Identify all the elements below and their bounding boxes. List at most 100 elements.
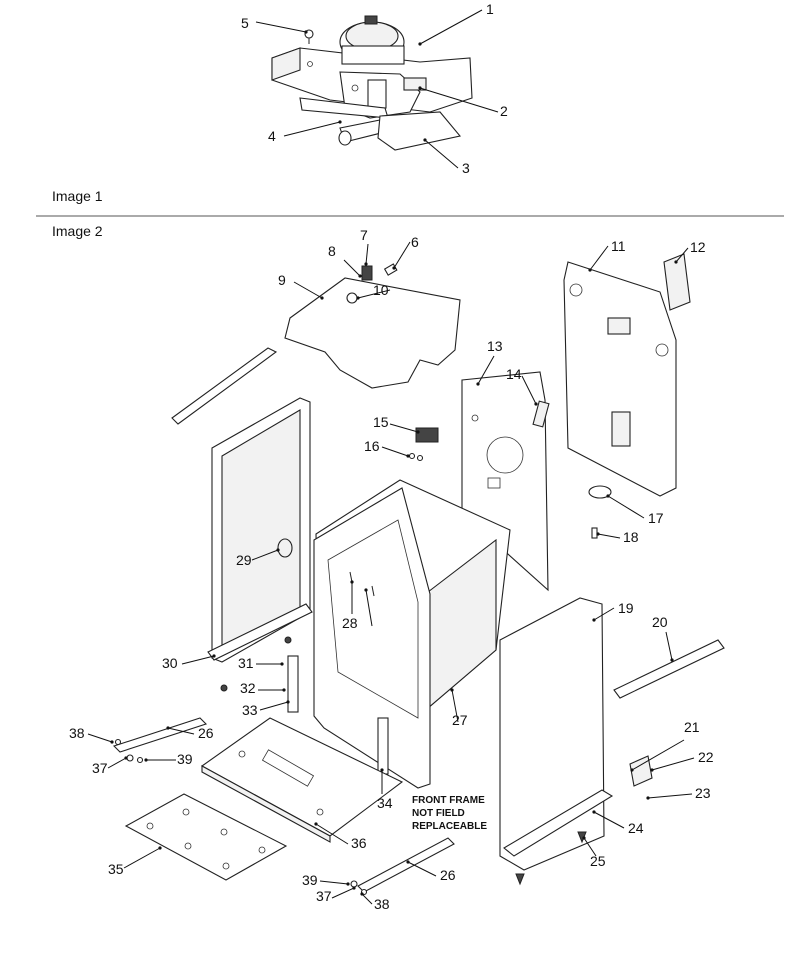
valve-block	[367, 79, 387, 109]
leader-arrowhead	[596, 532, 600, 536]
leader-arrowhead	[534, 402, 538, 406]
leader-line	[419, 9, 483, 45]
callout-34: 34	[377, 795, 393, 811]
bracket-hole	[351, 84, 359, 92]
callout-10: 10	[373, 282, 389, 298]
back-panel-opening	[486, 436, 524, 474]
right-bottom-rail	[503, 789, 614, 857]
callout-38-upper: 38	[69, 725, 85, 741]
leader-arrowhead	[144, 758, 148, 762]
leader-line	[451, 689, 459, 723]
bottom-plate-hole	[222, 862, 230, 870]
leader-arrowhead	[646, 796, 650, 800]
leader-line	[365, 243, 369, 265]
leader-line	[419, 87, 499, 113]
front-frame-opening	[327, 519, 419, 719]
leader-line	[477, 355, 495, 385]
base-pan-slot	[261, 749, 315, 787]
leader-arrowhead	[392, 266, 396, 270]
leader-line	[293, 281, 323, 299]
back-panel-cutout	[487, 477, 501, 489]
base-pan-hole	[238, 750, 246, 758]
leader-arrowhead	[346, 882, 350, 886]
leader-arrowhead	[582, 836, 586, 840]
bottom-cover-plate	[124, 793, 288, 881]
callout-27: 27	[452, 712, 468, 728]
leader-line	[365, 589, 373, 627]
callout-39-lower: 39	[302, 872, 318, 888]
leader-arrowhead	[416, 430, 420, 434]
leader-line	[631, 739, 685, 771]
front-frame-note: FRONT FRAME NOT FIELD REPLACEABLE	[412, 795, 487, 832]
callout-16: 16	[364, 438, 380, 454]
bracket-hole	[307, 61, 313, 67]
leader-arrowhead	[358, 274, 362, 278]
screw-icon	[304, 29, 314, 44]
side-panel-grommet	[277, 538, 293, 558]
bottom-plate-hole	[146, 822, 154, 830]
rear-grommet	[588, 485, 612, 499]
leader-arrowhead	[320, 296, 324, 300]
image1-assembly	[271, 15, 473, 151]
callout-26-upper: 26	[198, 725, 214, 741]
leader-arrowhead	[450, 688, 454, 692]
callout-5: 5	[241, 15, 249, 31]
rear-cover-hole	[569, 283, 583, 297]
leader-line	[123, 847, 161, 869]
leader-line	[389, 423, 419, 433]
valve-switch	[403, 77, 427, 91]
left-lower-rail	[207, 603, 313, 661]
terminal-block	[415, 427, 439, 443]
leader-line	[407, 861, 437, 877]
callout-21: 21	[684, 719, 700, 735]
callout-6: 6	[411, 234, 419, 250]
callout-38-lower: 38	[374, 896, 390, 912]
leader-arrowhead	[364, 262, 368, 266]
callout-labels: 1 2 3 4 5 6 7 8 9 10 11 12 13 14 15 16 1…	[69, 1, 714, 912]
leader-line	[589, 245, 609, 271]
leader-line	[331, 887, 355, 899]
leader-line	[607, 495, 645, 519]
callout-8: 8	[328, 243, 336, 259]
leader-arrowhead	[476, 382, 480, 386]
valve-bottom-plate	[377, 111, 462, 151]
bottom-plate-hole	[258, 846, 266, 854]
callout-11: 11	[611, 238, 626, 254]
leveling-leg	[220, 684, 228, 692]
leader-line	[357, 289, 391, 299]
regulator-base	[341, 45, 405, 65]
callout-35: 35	[108, 861, 124, 877]
leader-arrowhead	[352, 886, 356, 890]
callout-7: 7	[360, 227, 368, 243]
cabinet-top-clip	[346, 292, 358, 304]
leader-arrowhead	[380, 768, 384, 772]
leader-arrowhead	[630, 768, 634, 772]
leader-line	[361, 893, 373, 905]
callout-18: 18	[623, 529, 639, 545]
callout-4: 4	[268, 128, 276, 144]
note-line1: FRONT FRAME	[412, 795, 485, 806]
leader-arrowhead	[592, 810, 596, 814]
leader-arrowhead	[592, 618, 596, 622]
caption-image1: Image 1	[52, 188, 103, 204]
cabinet-top-panel	[284, 277, 461, 389]
leader-arrowhead	[364, 588, 368, 592]
leader-arrowhead	[418, 42, 422, 46]
leader-line	[675, 247, 689, 263]
callout-22: 22	[698, 749, 714, 765]
leader-line	[167, 727, 195, 735]
leader-line	[424, 139, 459, 169]
callout-37-lower: 37	[316, 888, 332, 904]
hardware-washer	[136, 756, 144, 764]
door-clip	[629, 755, 653, 787]
callout-29: 29	[236, 552, 252, 568]
leader-arrowhead	[350, 580, 354, 584]
callout-39-upper: 39	[177, 751, 193, 767]
leader-line	[315, 823, 349, 845]
bracket-side-flange	[271, 47, 301, 81]
leader-line	[393, 241, 411, 269]
leader-arrowhead	[674, 260, 678, 264]
pipe-end	[338, 130, 352, 146]
